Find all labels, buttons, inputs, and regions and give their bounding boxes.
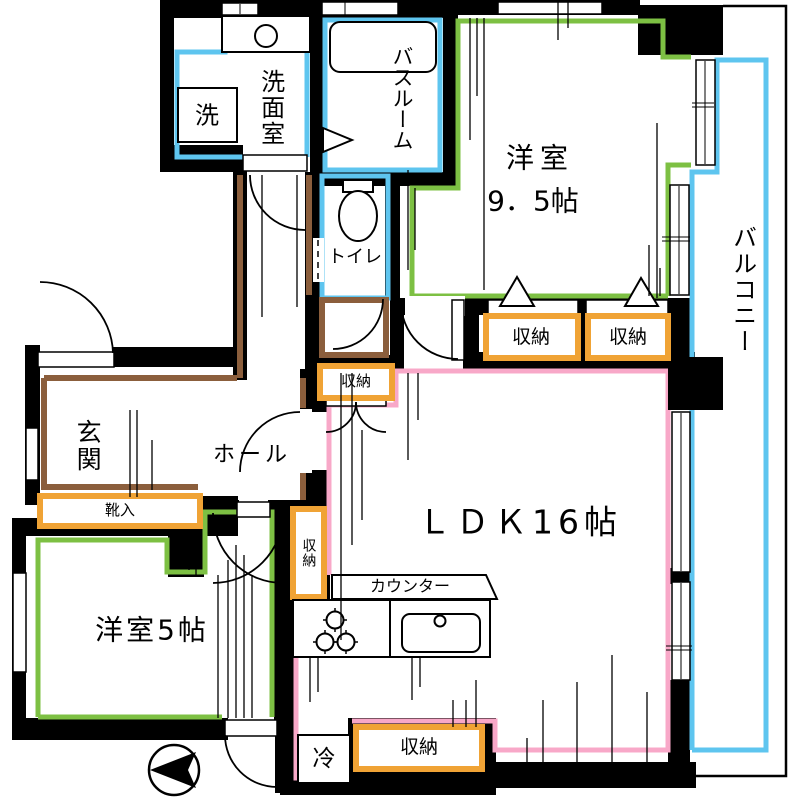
refrigerator-label: 冷 (312, 745, 336, 772)
storage-boxes (37, 313, 671, 772)
leader-lines (129, 0, 661, 762)
wash-basin-icon (254, 24, 278, 48)
storage-label-3: 収納 (340, 372, 372, 391)
shoe-storage-label: 靴入 (104, 501, 136, 520)
stove-burner-icon (315, 632, 335, 652)
bathroom-label: バスルーム (390, 45, 415, 151)
burner-cross-marks (313, 608, 358, 654)
western-room-95-name: 洋室 (505, 141, 575, 175)
western-room-5-label: 洋室5帖 (95, 613, 209, 647)
balcony-outer-line (684, 4, 788, 778)
kitchen-counter-label: カウンター (369, 576, 451, 596)
door-arcs (39, 174, 459, 788)
washroom-label: 洗面室 (256, 69, 285, 147)
toilet-bowl-icon (338, 190, 378, 242)
western-room-95-size: 9．5帖 (487, 184, 579, 218)
storage-label-1: 収納 (511, 326, 551, 349)
ldk-label: ＬＤＫ16帖 (418, 502, 622, 542)
kitchen-sink-icon (401, 613, 481, 653)
storage-label-2: 収納 (608, 326, 648, 349)
washer-label: 洗 (195, 101, 219, 130)
bathtub-icon (329, 21, 437, 73)
hall-label: ホール (212, 442, 292, 468)
toilet-label: トイレ (328, 246, 382, 268)
storage-label-4: 収納 (300, 538, 317, 568)
ldk-lining (326, 368, 671, 753)
balcony-lining (689, 57, 769, 753)
faucet-icon (433, 614, 447, 628)
wall-block (668, 357, 723, 410)
hall-linings (41, 175, 389, 500)
window-lines (239, 0, 714, 679)
compass-icon (147, 743, 201, 797)
entrance-label: 玄関 (73, 419, 103, 473)
washing-machine-box (177, 87, 238, 143)
storage-label-5: 収納 (399, 736, 439, 759)
bathroom-lining (322, 17, 443, 173)
refrigerator-box (297, 734, 351, 784)
balcony-label: バルコニー (728, 225, 757, 355)
kitchen-counter-box (331, 574, 499, 600)
stove-burner-icon (336, 632, 356, 652)
